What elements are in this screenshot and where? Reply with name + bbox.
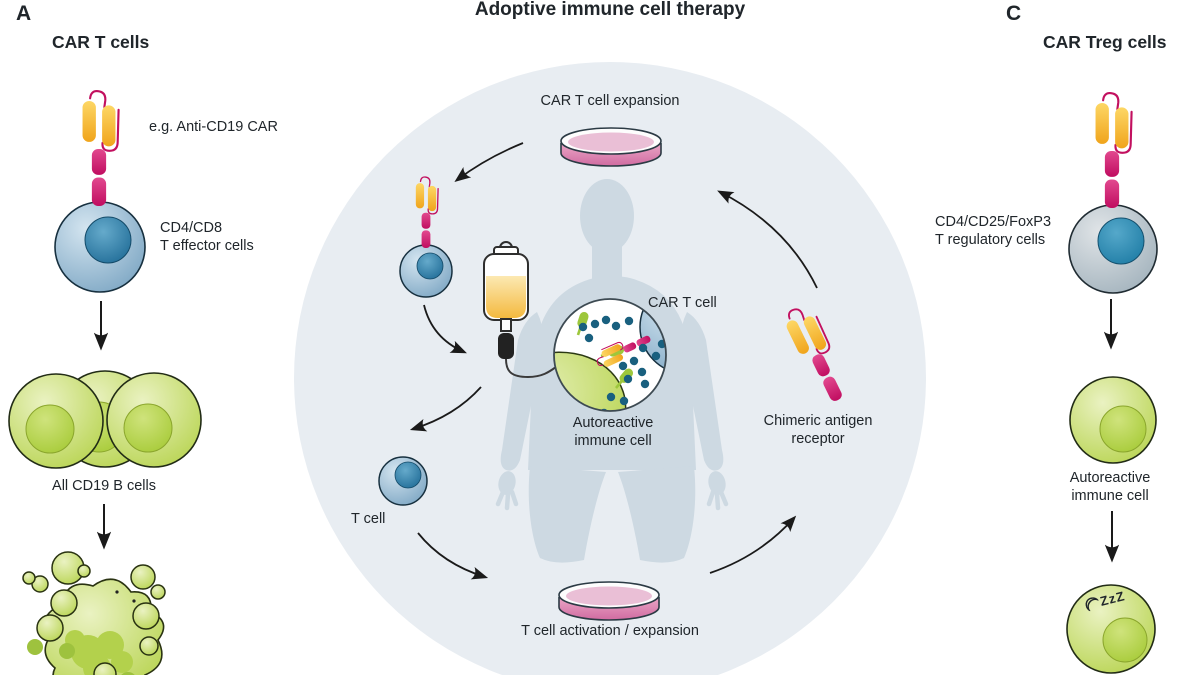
effector-cell-label: CD4/CD8 T effector cells [160,220,254,254]
b-cells-label: All CD19 B cells [52,478,156,494]
panel-a-letter: A [16,2,32,25]
car-treg-cell [1068,92,1158,294]
arrow-to-t-cell [409,386,482,432]
car-receptor-c [1094,92,1133,210]
car-t-cell-center [399,176,453,298]
car-receptor-a [81,90,120,208]
arrow-activation-to-receptor [709,515,797,574]
activation-label: T cell activation / expansion [521,623,699,639]
anti-cd19-car-label: e.g. Anti-CD19 CAR [149,119,278,135]
t-cell-label: T cell [351,511,386,527]
t-cell [378,456,428,506]
arrow-t-cell-to-activation [417,532,489,580]
autoreactive-label-center: Autoreactive immune cell [572,415,654,449]
panel-a-heading: CAR T cells [52,32,150,52]
treg-cell-label: CD4/CD25/FoxP3 T regulatory cells [935,214,1052,248]
car-t-cell-label: CAR T cell [648,295,717,311]
panel-c-heading: CAR Treg cells [1043,32,1167,52]
cycle-arrows [409,142,818,580]
car-t-effector-cell [54,90,146,293]
lysed-cell [22,551,166,675]
panel-c-letter: C [1006,2,1022,25]
petri-dish-expansion [560,127,662,167]
arrow-expansion-to-car-t [454,142,524,182]
sleeping-cell [1066,584,1156,674]
autoreactive-cell-c [1069,376,1157,464]
cd19-b-cells [8,370,202,469]
arrow-car-t-to-infusion [423,304,467,354]
figure-title: Adoptive immune cell therapy [474,0,746,20]
arrow-receptor-to-expansion [717,190,818,289]
iv-bag-icon [483,241,557,379]
autoreactive-label-c: Autoreactive immune cell [1069,470,1151,504]
autoreactive-cell-zoom [554,351,627,411]
panel-arrows [93,299,1120,563]
expansion-label: CAR T cell expansion [540,93,680,109]
chimeric-receptor-label: Chimeric antigen receptor [763,413,873,447]
petri-dish-activation [558,581,660,621]
